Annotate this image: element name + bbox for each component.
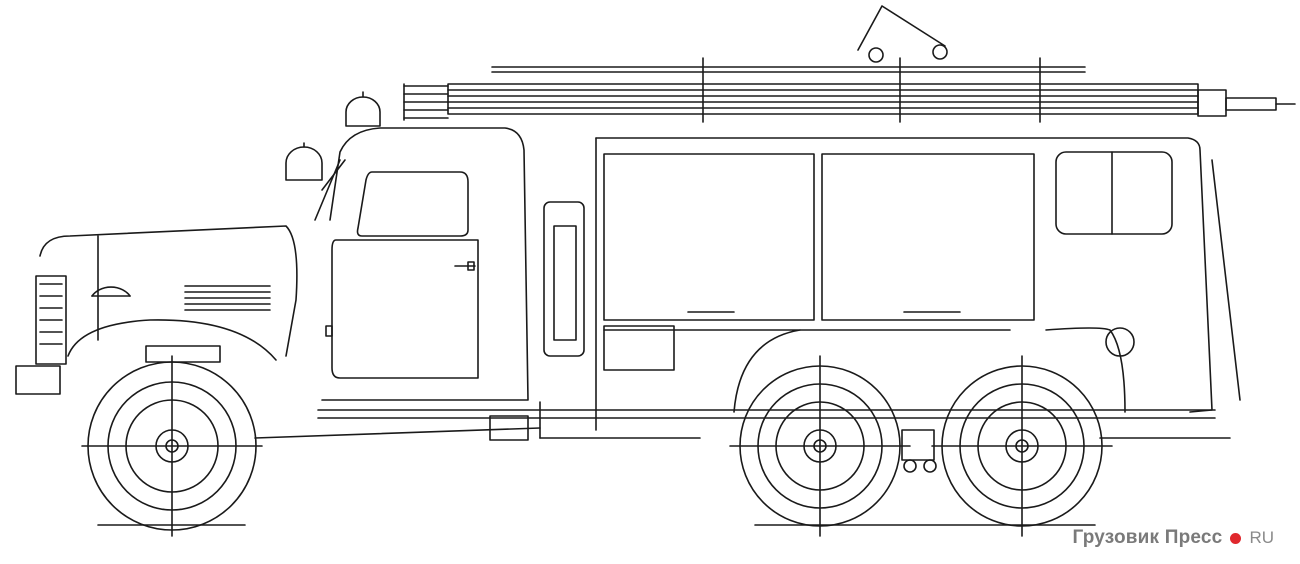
watermark-suffix: RU	[1249, 528, 1274, 547]
rear-wheel	[931, 355, 1113, 537]
cab	[314, 127, 529, 401]
watermark-dot-icon	[1230, 532, 1242, 544]
hood-louvers	[184, 285, 271, 311]
roof-ladder	[403, 5, 1296, 123]
publisher-watermark: Грузовик Пресс RU	[1072, 526, 1274, 550]
middle-wheel	[729, 355, 911, 537]
watermark-text: Грузовик Пресс	[1072, 527, 1223, 548]
hood	[15, 225, 298, 395]
beacon-lights	[285, 91, 381, 181]
chassis	[254, 401, 1231, 473]
front-wheel	[81, 355, 263, 537]
body	[543, 137, 1241, 431]
